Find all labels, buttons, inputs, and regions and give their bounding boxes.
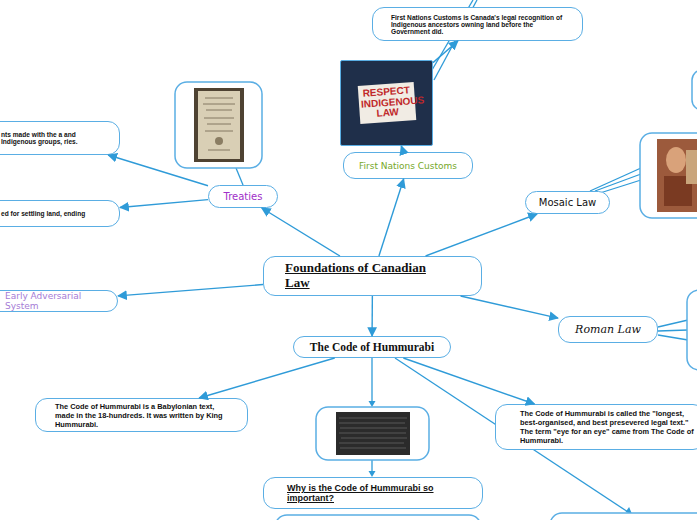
- node-text: Treaties: [224, 191, 263, 202]
- topic-box: First Nations Customs: [343, 152, 473, 179]
- branch-connector: [371, 296, 373, 336]
- note-box: First Nations Customs is Canada's legal …: [372, 7, 583, 41]
- note-box: ed for settling land, ending: [0, 200, 120, 227]
- branch-connector: [403, 358, 534, 404]
- branch-connector: [108, 155, 208, 186]
- tablet-image: [316, 407, 429, 460]
- leader-line: [658, 320, 688, 327]
- leader-line: [236, 168, 243, 185]
- node-text: The Code of Hummurabi is a Babylonian te…: [55, 402, 230, 429]
- leader-line: [658, 335, 688, 340]
- partial-box: [275, 513, 697, 520]
- partial-box: [687, 70, 697, 370]
- branch-connector: [262, 208, 340, 256]
- photo-box: RESPECT INDIGENOUS LAW: [340, 60, 433, 146]
- painting-image: [640, 133, 697, 218]
- topic-box: Mosaic Law: [525, 191, 610, 214]
- node-text: Foundations of Canadian Law: [285, 261, 450, 291]
- note-box: The Code of Hummurabi is a Babylonian te…: [35, 398, 248, 432]
- question-box: Why is the Code of Hummurabi so importan…: [263, 477, 483, 509]
- node-text: First Nations Customs: [359, 161, 457, 171]
- topic-box: The Code of Hummurabi: [293, 336, 451, 358]
- node-text: The Code of Hummurabi: [310, 341, 434, 353]
- node-text: The Code of Hummurabi is called the "lon…: [520, 409, 696, 445]
- topic-box: Roman Law: [558, 316, 658, 343]
- central-topic: Foundations of Canadian Law: [263, 256, 482, 296]
- node-text: Early Adversarial System: [5, 291, 117, 311]
- branch-connector: [433, 41, 458, 63]
- leader-line: [658, 330, 688, 331]
- branch-connector: [461, 296, 558, 318]
- node-text: ed for settling land, ending: [1, 210, 111, 217]
- leader-line: [600, 180, 641, 193]
- branch-connector: [199, 358, 335, 398]
- branch-connector: [120, 200, 208, 208]
- note-box: The Code of Hummurabi is called the "lon…: [495, 404, 697, 450]
- topic-box: Early Adversarial System: [0, 290, 118, 312]
- node-text: Why is the Code of Hummurabi so importan…: [287, 483, 457, 503]
- branch-connector: [401, 146, 403, 152]
- sign-text: RESPECT INDIGENOUS LAW: [357, 82, 415, 123]
- book-image: [175, 82, 262, 168]
- note-box: nts made with the a and Indigenous group…: [0, 121, 120, 155]
- node-text: nts made with the a and Indigenous group…: [1, 131, 97, 145]
- node-text: Roman Law: [575, 323, 641, 336]
- branch-connector: [118, 285, 263, 296]
- topic-box: Treaties: [208, 185, 278, 208]
- leader-line: [371, 358, 372, 405]
- branch-connector: [379, 179, 404, 256]
- node-text: First Nations Customs is Canada's legal …: [391, 14, 571, 35]
- arrow-head: [369, 401, 376, 407]
- node-text: Mosaic Law: [539, 197, 596, 208]
- branch-connector: [426, 214, 537, 256]
